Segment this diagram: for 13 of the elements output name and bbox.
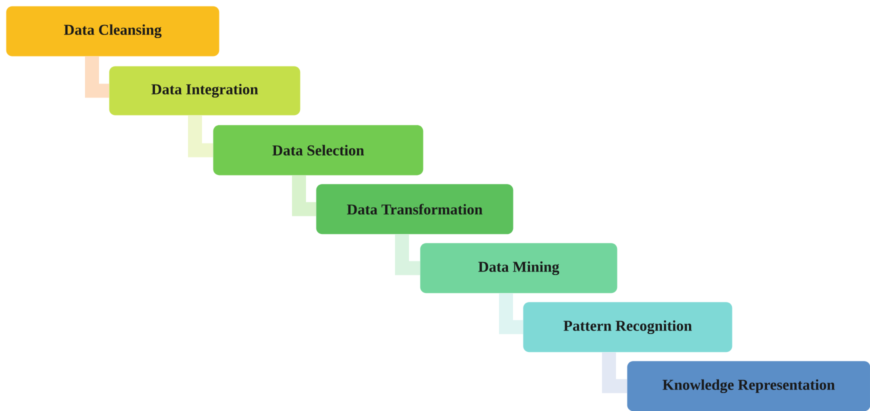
connector [292, 175, 316, 216]
connector [499, 293, 523, 334]
connector [395, 234, 420, 276]
process-box: Knowledge Representation [627, 361, 870, 411]
connector [602, 352, 627, 394]
process-box: Data Selection [213, 125, 424, 176]
process-box: Pattern Recognition [523, 302, 732, 352]
process-box: Data Cleansing [6, 6, 220, 56]
connector [85, 56, 109, 98]
process-box: Data Mining [420, 243, 618, 294]
process-box: Data Integration [109, 66, 300, 116]
process-box: Data Transformation [316, 184, 514, 234]
connector [188, 115, 213, 158]
